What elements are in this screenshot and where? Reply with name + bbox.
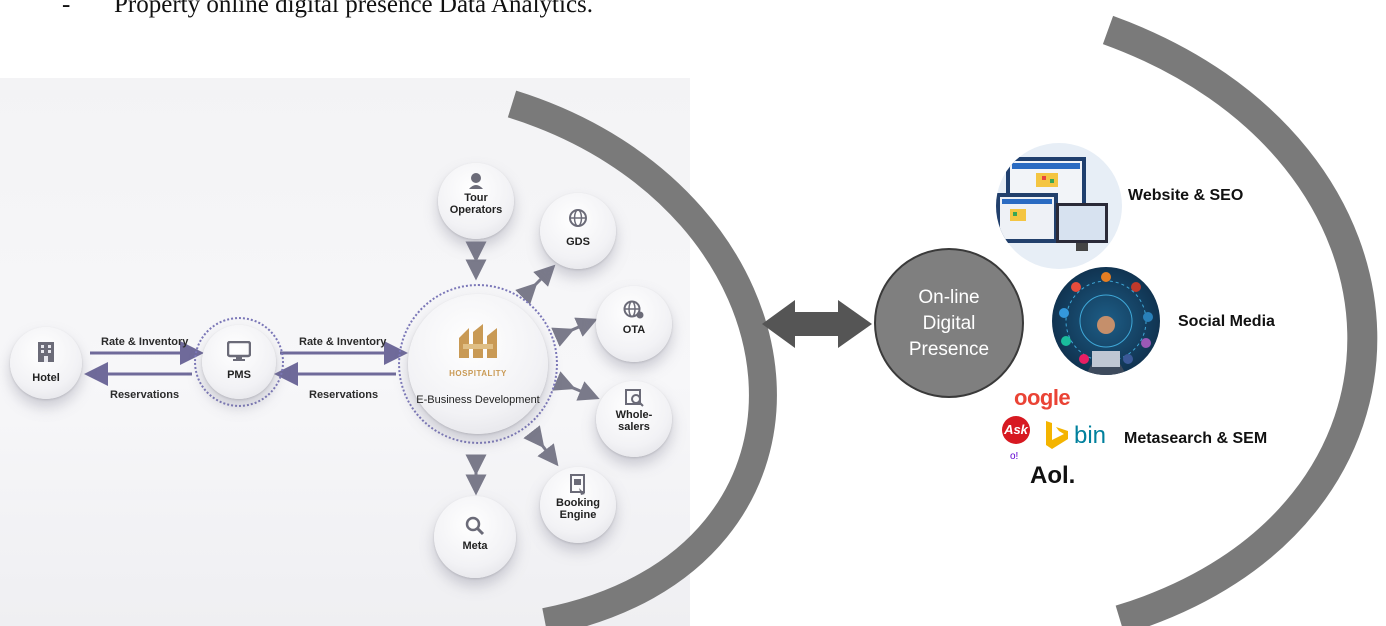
- wholesalers-label-2: salers: [618, 421, 650, 433]
- pms-node: PMS: [202, 325, 276, 399]
- social-media-thumbnail: [1052, 267, 1160, 375]
- bing-logo-icon: [1046, 421, 1068, 449]
- booking-engine-label-2: Engine: [559, 509, 597, 521]
- ask-logo: Ask: [1002, 416, 1030, 444]
- bullet-dash: -: [62, 0, 71, 18]
- booking-engine-label-1: Booking: [556, 497, 600, 509]
- wholesalers-label-1: Whole-: [615, 409, 653, 421]
- metasearch-sem-label: Metasearch & SEM: [1124, 430, 1268, 447]
- website-screens-image: [996, 157, 1108, 251]
- yahoo-logo: o!: [1010, 451, 1018, 462]
- hub-line-2: Digital: [922, 313, 976, 334]
- bullet-text: Property online digital presence Data An…: [114, 0, 594, 18]
- center-label: E-Business Development: [416, 394, 540, 406]
- reservations-label-1: Reservations: [110, 389, 180, 401]
- gds-node: GDS: [540, 193, 616, 269]
- website-thumbnail: [996, 143, 1122, 269]
- booking-engine-node: Booking Engine: [540, 467, 616, 543]
- arrow-booking: [523, 425, 559, 467]
- tour-operators-label-2: Operators: [449, 204, 503, 216]
- globe-icon: [569, 209, 587, 227]
- google-logo-text: oogle: [1014, 385, 1071, 410]
- right-arc: [1102, 15, 1378, 626]
- hotel-label: Hotel: [32, 372, 60, 384]
- bullet-line: - Property online digital presence Data A…: [62, 0, 593, 19]
- reservations-label-2: Reservations: [309, 389, 379, 401]
- wholesalers-node: Whole- salers: [596, 381, 672, 457]
- online-digital-presence-hub: On-line Digital Presence: [874, 248, 1024, 398]
- google-logo: oogle: [1014, 385, 1071, 411]
- gds-label: GDS: [566, 236, 590, 248]
- aol-logo: Aol.: [1030, 462, 1075, 490]
- tour-operators-node: Tour Operators: [438, 163, 514, 239]
- social-network-image: [1059, 272, 1153, 375]
- building-icon: [38, 342, 54, 362]
- rate-inventory-label-2: Rate & Inventory: [299, 336, 387, 348]
- center-brand: HOSPITALITY: [449, 369, 507, 378]
- center-node: HOSPITALITY E-Business Development: [408, 294, 548, 434]
- globe-pin-icon: [623, 300, 644, 319]
- social-media-label: Social Media: [1178, 313, 1275, 330]
- arrow-ota: [551, 317, 598, 347]
- meta-node: Meta: [434, 496, 516, 578]
- meta-label: Meta: [462, 540, 488, 552]
- arrow-gds: [515, 264, 556, 305]
- tour-operators-label-1: Tour: [464, 192, 488, 204]
- left-arc: [507, 90, 777, 626]
- pms-ring: [194, 317, 284, 407]
- ota-node: OTA: [596, 286, 672, 362]
- hotel-node: Hotel: [10, 327, 82, 399]
- ota-label: OTA: [622, 324, 646, 336]
- hub-line-3: Presence: [908, 339, 990, 360]
- monitor-icon: [227, 341, 251, 361]
- hospitality-logo-icon: [459, 324, 497, 358]
- bing-logo: bin: [1074, 422, 1106, 450]
- rate-inventory-label-1: Rate & Inventory: [101, 336, 189, 348]
- magnifier-icon: [465, 516, 485, 536]
- booking-icon: [570, 474, 585, 495]
- website-seo-label: Website & SEO: [1128, 187, 1244, 204]
- aol-logo-text: Aol.: [1030, 462, 1076, 489]
- headset-person-icon: [469, 173, 483, 189]
- hub-line-1: On-line: [918, 287, 980, 308]
- center-ring: [398, 284, 558, 444]
- store-search-icon: [625, 389, 644, 407]
- bing-logo-text: bin: [1074, 422, 1107, 449]
- yahoo-logo-text: o!: [1010, 451, 1019, 462]
- pms-label: PMS: [227, 369, 251, 381]
- bidirectional-arrow: [762, 300, 872, 348]
- arrow-wholesalers: [552, 371, 600, 401]
- ask-logo-text: Ask: [1004, 422, 1028, 437]
